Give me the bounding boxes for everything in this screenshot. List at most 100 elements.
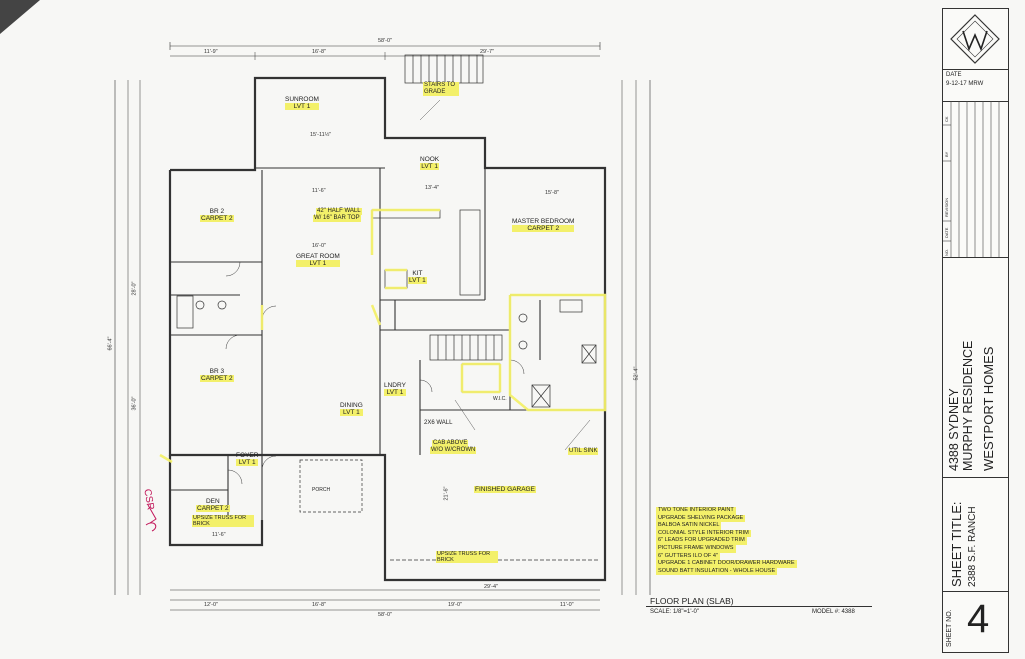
plan-title-underline <box>646 606 872 607</box>
room-foyer: FOYER LVT 1 <box>236 452 259 466</box>
dim-9: 11'-6" <box>212 532 226 538</box>
note-item: COLONIAL STYLE INTERIOR TRIM <box>656 529 751 538</box>
dim-15: 28'-0" <box>131 281 138 296</box>
dim-16: 36'-0" <box>131 396 138 411</box>
room-sunroom-name: SUNROOM <box>285 96 319 103</box>
callout-bar-top: W/ 16" BAR TOP <box>313 215 361 222</box>
room-garage: FINISHED GARAGE <box>474 486 536 493</box>
project-line1: 4388 SYDNEY <box>947 388 961 471</box>
note-item: 6" GUTTERS ILO OF 4" <box>656 552 720 561</box>
room-foyer-floor: LVT 1 <box>236 459 259 466</box>
room-nook: NOOK LVT 1 <box>420 156 440 170</box>
binding-corner <box>0 0 40 34</box>
room-kit-floor: LVT 1 <box>408 277 427 284</box>
date-box: DATE 9-12-17 MRW <box>943 69 1008 102</box>
dim-5: 16'-0" <box>312 243 327 249</box>
dim-17: 52'-4" <box>633 366 640 381</box>
note-item: UPGRADE 1 CABINET DOOR/DRAWER HARDWARE <box>656 560 797 568</box>
dim-3: 29'-7" <box>480 49 495 55</box>
westport-logo-icon <box>950 14 1000 64</box>
dim-12: 19'-0" <box>448 602 463 608</box>
room-porch: PORCH <box>312 487 331 493</box>
room-den: DEN CARPET 2 <box>196 498 230 512</box>
room-great-name: GREAT ROOM <box>296 253 340 260</box>
room-nook-floor: LVT 1 <box>420 163 440 170</box>
dim-4: 11'-6" <box>312 188 326 194</box>
dim-14: 66'-4" <box>107 336 114 351</box>
callout-truss-garage: UPSIZE TRUSS FOR BRICK <box>436 551 498 563</box>
date-label: DATE <box>946 72 962 78</box>
upgrade-notes: TWO TONE INTERIOR PAINT UPGRADE SHELVING… <box>656 507 797 576</box>
room-sunroom-floor: LVT 1 <box>285 103 319 110</box>
room-dining-name: DINING <box>340 402 363 409</box>
plan-scale: SCALE: 1/8"=1'-0" <box>650 609 699 615</box>
plan-title: FLOOR PLAN (SLAB) <box>650 596 734 606</box>
rev-header-no: NO. <box>944 248 949 256</box>
room-great-floor: LVT 1 <box>296 260 340 267</box>
dim-2: 16'-8" <box>312 49 327 55</box>
room-foyer-name: FOYER <box>236 452 259 459</box>
callout-2x6-wall: 2X6 WALL <box>424 420 453 426</box>
room-br2-name: BR 2 <box>209 208 225 215</box>
room-br2-floor: CARPET 2 <box>200 215 234 222</box>
sheet-number-box: SHEET NO. 4 <box>943 591 1008 652</box>
dim-6: 13'-4" <box>425 185 440 191</box>
sheet-no-label: SHEET NO. <box>946 609 953 647</box>
callout-half-wall: 42" HALF WALL <box>316 208 362 215</box>
note-item: TWO TONE INTERIOR PAINT <box>656 507 736 515</box>
dim-master: 15'-8" <box>545 190 560 196</box>
room-nook-name: NOOK <box>420 156 440 163</box>
note-item: UPGRADE SHELVING PACKAGE <box>656 514 746 523</box>
rev-header-date: DATE <box>944 227 949 238</box>
note-item: SOUND BATT INSULATION - WHOLE HOUSE <box>656 567 778 576</box>
dim-11: 16'-8" <box>312 602 327 608</box>
room-lndry: LNDRY LVT 1 <box>384 382 406 396</box>
dim-overall-top: 58'-0" <box>378 38 393 44</box>
revision-grid <box>943 101 1000 257</box>
room-wic: W.I.C. <box>493 396 507 402</box>
room-lndry-floor: LVT 1 <box>384 389 406 396</box>
dim-sunroom: 15'-11½" <box>310 132 332 138</box>
room-den-floor: CARPET 2 <box>196 505 230 512</box>
title-block: DATE 9-12-17 MRW NO. <box>942 8 1009 653</box>
revision-table: NO. DATE REVISION BY CK <box>943 101 1008 258</box>
callout-truss-den: UPSIZE TRUSS FOR BRICK <box>192 515 254 527</box>
project-box: 4388 SYDNEY MURPHY RESIDENCE WESTPORT HO… <box>943 257 1008 478</box>
rev-header-ck: CK <box>944 116 949 122</box>
sheet-title-box: SHEET TITLE: 2388 S.F. RANCH <box>943 477 1008 592</box>
room-br3-name: BR 3 <box>209 368 225 375</box>
sheet-title-label: SHEET TITLE: <box>949 501 964 588</box>
plan-model: MODEL #: 4388 <box>812 609 855 615</box>
note-item: PICTURE FRAME WINDOWS <box>656 544 736 553</box>
dim-8: 21'-6" <box>443 486 450 501</box>
room-den-name: DEN <box>205 498 220 505</box>
room-br2: BR 2 CARPET 2 <box>200 208 234 222</box>
room-master-floor: CARPET 2 <box>512 225 575 232</box>
note-item: 6" LEADS FOR UPGRADED TRIM <box>656 537 747 545</box>
callout-stairs: STAIRS TO GRADE <box>423 82 459 96</box>
room-great: GREAT ROOM LVT 1 <box>296 253 340 267</box>
dim-10: 12'-0" <box>204 602 219 608</box>
date-value: 9-12-17 MRW <box>946 81 984 87</box>
room-master: MASTER BEDROOM CARPET 2 <box>512 218 575 232</box>
room-dining: DINING LVT 1 <box>340 402 363 416</box>
rev-header-revision: REVISION <box>944 197 949 217</box>
logo-box <box>943 9 1008 70</box>
room-br3: BR 3 CARPET 2 <box>200 368 234 382</box>
dim-1: 11'-9" <box>204 49 218 55</box>
callout-util-sink: UTIL SINK <box>568 448 599 455</box>
room-sunroom: SUNROOM LVT 1 <box>285 96 319 110</box>
room-lndry-name: LNDRY <box>384 382 406 389</box>
callout-crown: W/O W/CROWN <box>430 447 477 454</box>
dim-overall-bottom: 58'-0" <box>378 612 393 618</box>
handwritten-mark: CSR <box>141 488 156 511</box>
rev-header-by: BY <box>944 151 949 157</box>
dim-7: 29'-4" <box>484 584 499 590</box>
sheet-number: 4 <box>967 597 990 641</box>
sheet-title-value: 2388 S.F. RANCH <box>967 506 978 587</box>
room-master-name: MASTER BEDROOM <box>512 218 575 225</box>
room-br3-floor: CARPET 2 <box>200 375 234 382</box>
room-kit-name: KIT <box>412 270 423 277</box>
